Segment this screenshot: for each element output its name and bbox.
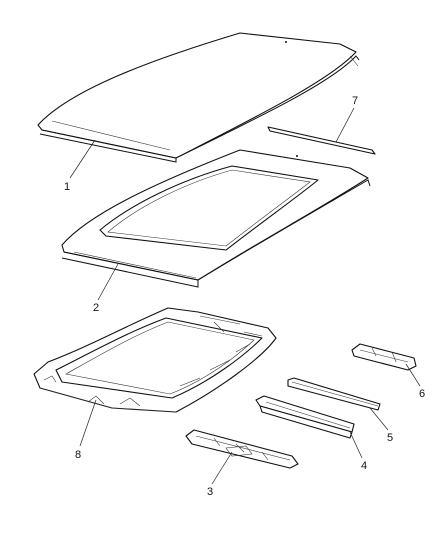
leader-8: [79, 399, 97, 447]
callout-6: 6: [419, 388, 425, 400]
leader-lines: [69, 107, 421, 485]
roof-panel[interactable]: [37, 32, 360, 163]
leader-6: [405, 363, 421, 387]
roof-panel-sunroof[interactable]: [61, 149, 371, 288]
leader-5: [369, 407, 389, 431]
front-header-bracket[interactable]: [351, 343, 417, 371]
callout-3: 3: [207, 486, 213, 498]
rear-header-bracket[interactable]: [185, 429, 299, 469]
leader-7: [335, 107, 355, 143]
callout-1: 1: [64, 181, 70, 193]
leader-3: [211, 451, 233, 485]
callout-5: 5: [387, 432, 393, 444]
leader-1: [69, 139, 96, 179]
callout-2: 2: [93, 302, 99, 314]
roof-bow-front[interactable]: [287, 377, 381, 411]
callout-4: 4: [361, 460, 367, 472]
callout-7: 7: [352, 95, 358, 107]
leader-4: [349, 431, 363, 459]
sunroof-reinforcement-frame[interactable]: [33, 307, 277, 413]
callout-labels: 1 2 3 4 5 6 7 8: [64, 95, 425, 498]
leader-2: [97, 263, 119, 301]
ditch-molding[interactable]: [267, 126, 376, 155]
callout-8: 8: [75, 449, 81, 461]
roof-bow-rear[interactable]: [255, 395, 355, 439]
